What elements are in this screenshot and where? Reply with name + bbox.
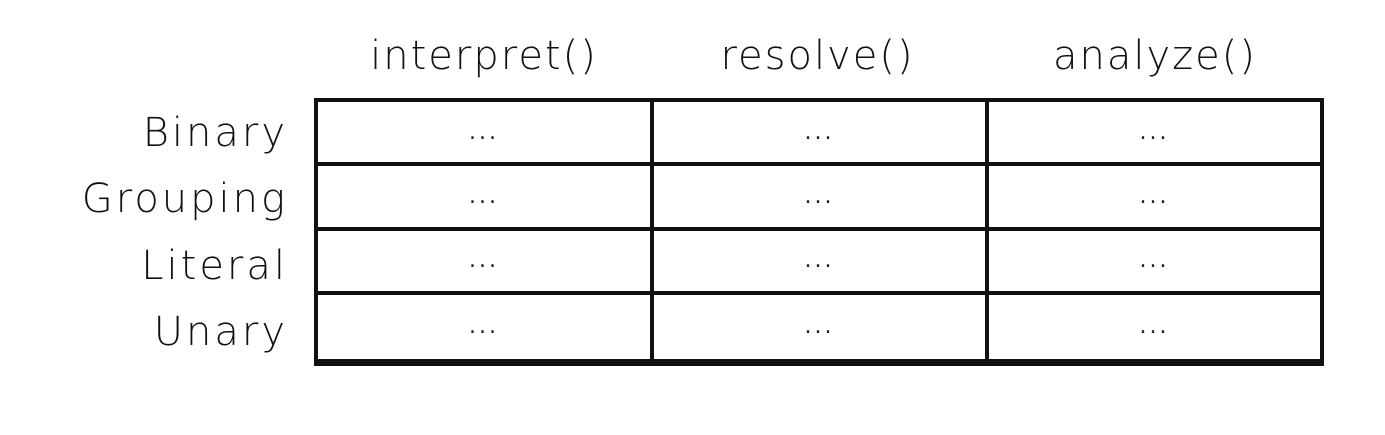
row-header-literal: Literal [141,243,288,289]
cell-unary-interpret: ... [318,294,654,359]
row-header-grouping: Grouping [81,176,288,222]
matrix-grid: ... ... ... ... ... ... ... ... ... ... … [314,98,1324,366]
column-header-resolve: resolve() [720,33,915,79]
row-header-unary: Unary [153,309,288,355]
row-header-binary: Binary [142,110,288,156]
cell-binary-analyze: ... [989,102,1320,167]
cell-grouping-analyze: ... [989,166,1320,231]
column-header-interpret: interpret() [370,33,598,79]
cell-grouping-resolve: ... [654,166,989,231]
cell-binary-resolve: ... [654,102,989,167]
cell-binary-interpret: ... [318,102,654,167]
cell-literal-analyze: ... [989,231,1320,295]
cell-literal-interpret: ... [318,230,654,295]
cell-unary-resolve: ... [654,294,989,359]
cell-grouping-interpret: ... [318,166,654,231]
column-header-analyze: analyze() [1053,33,1257,79]
cell-unary-analyze: ... [1139,314,1170,340]
cell-literal-resolve: ... [654,230,989,295]
